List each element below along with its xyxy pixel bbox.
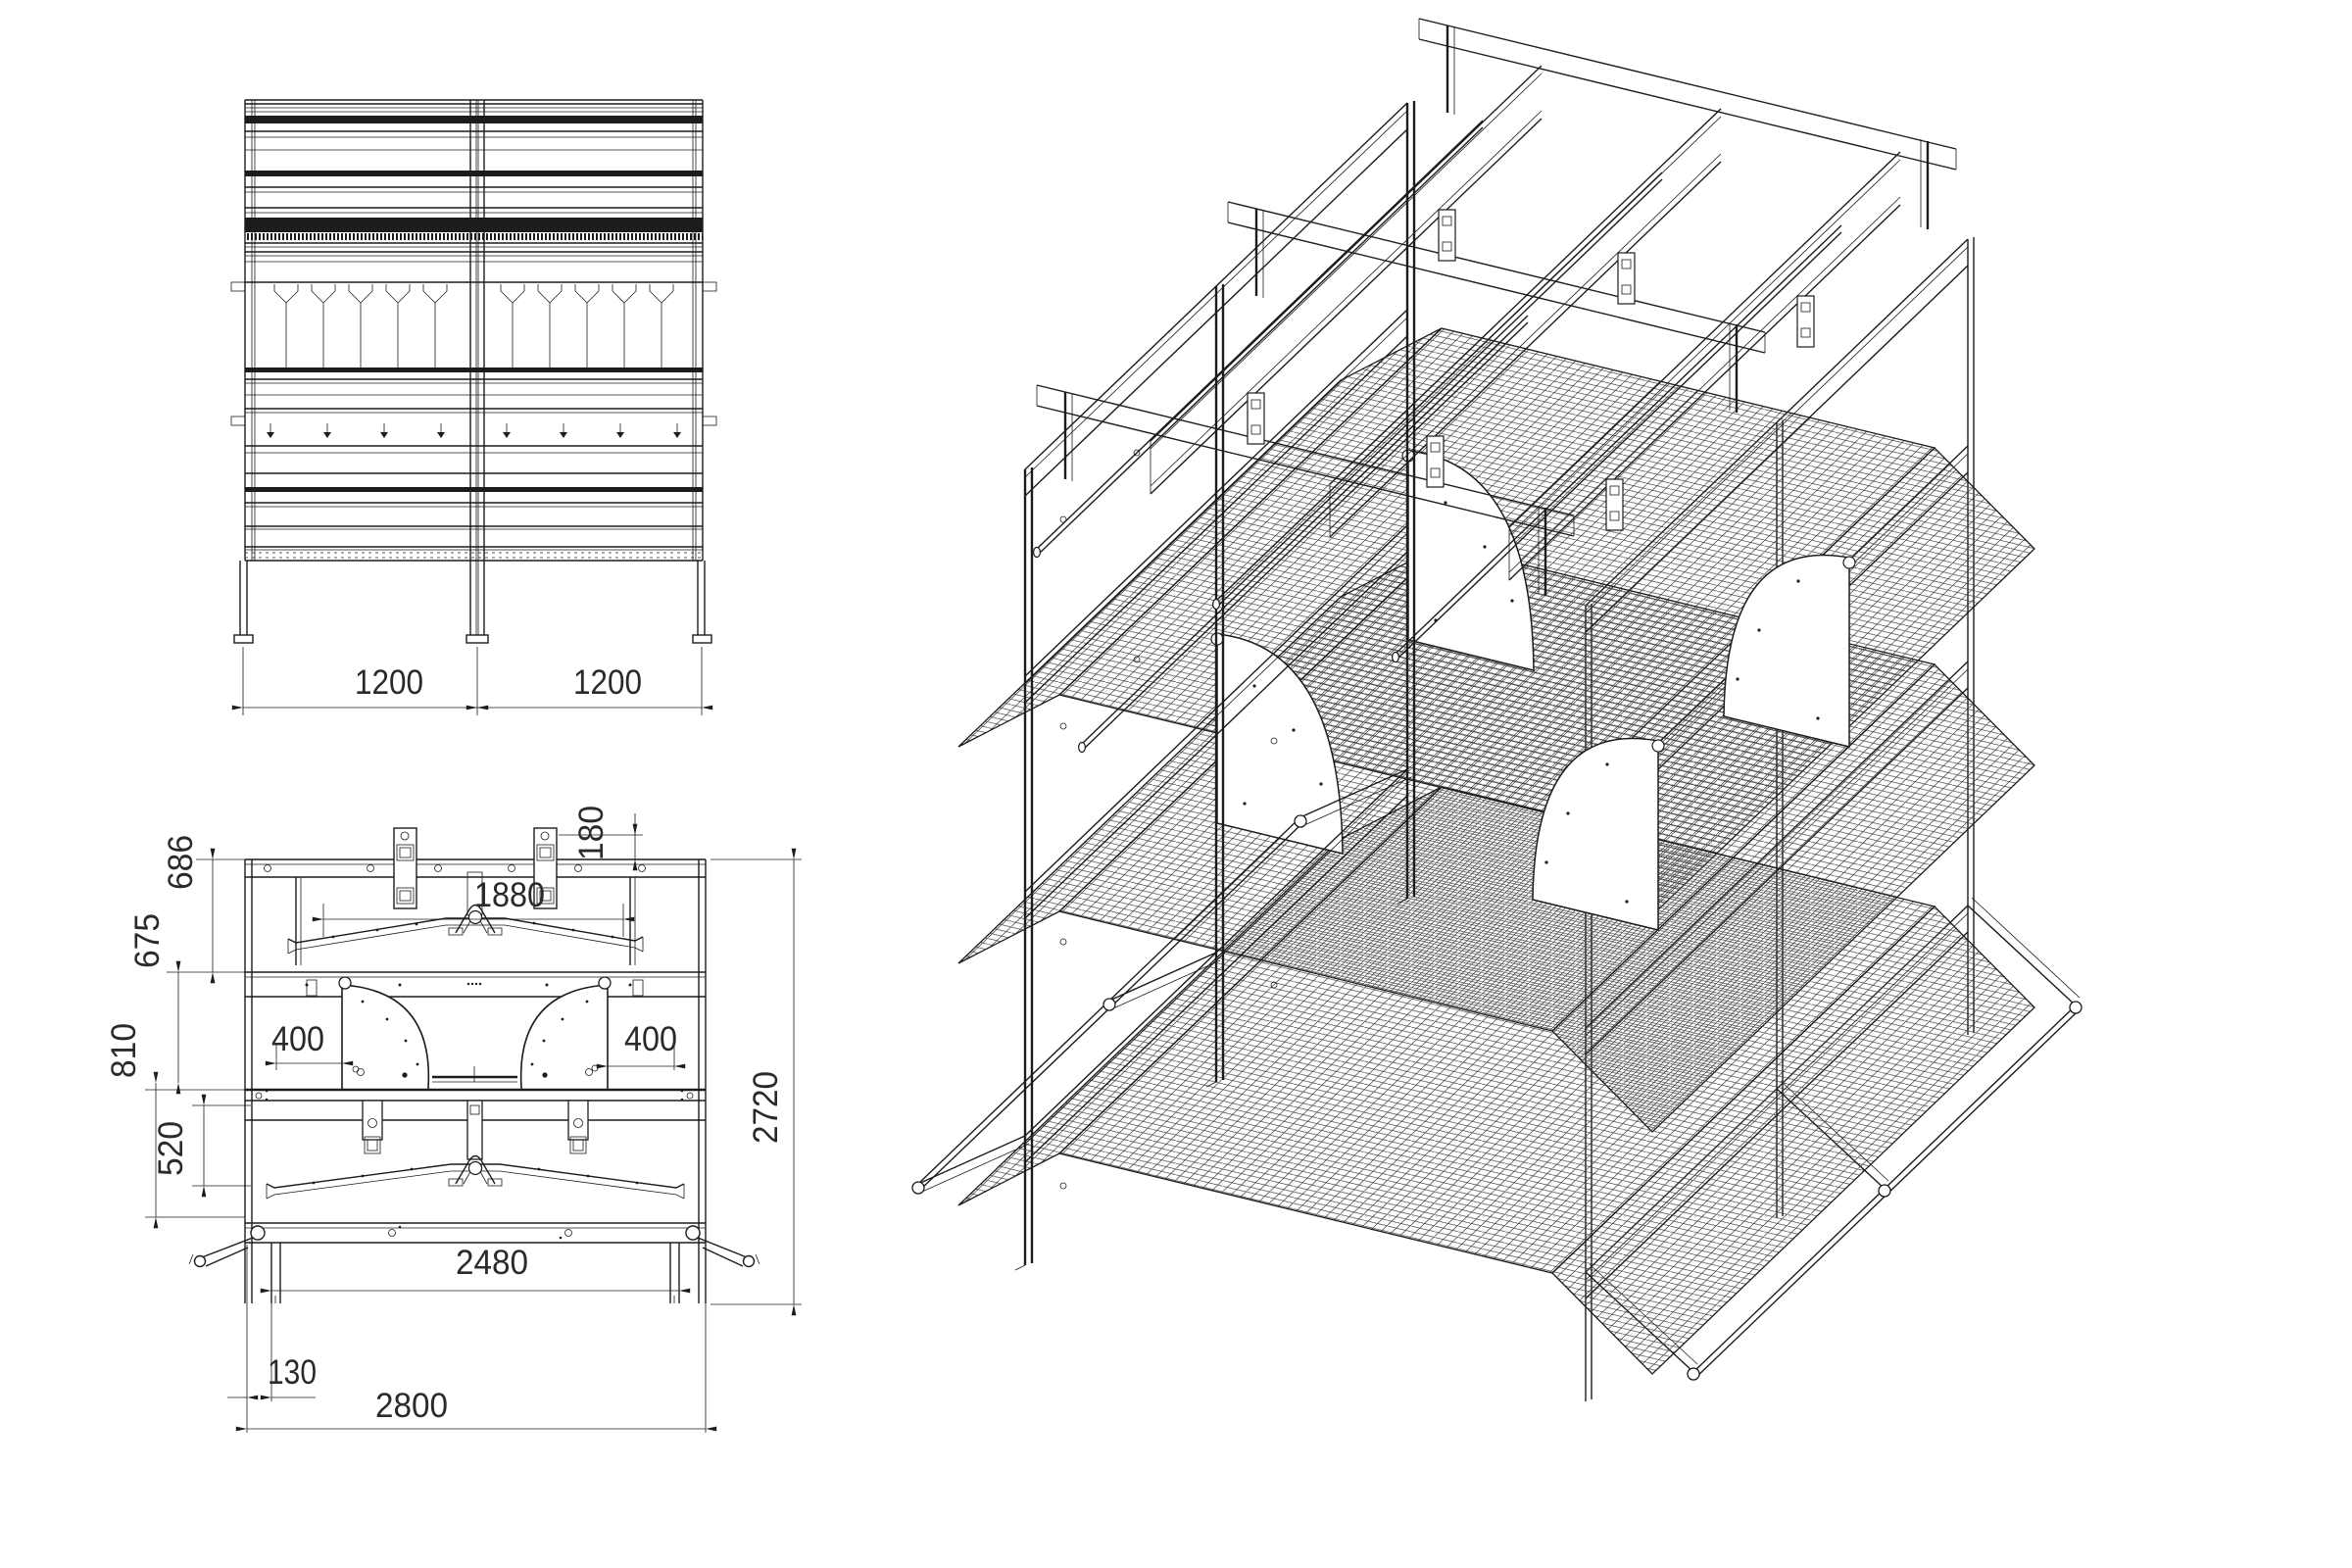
dim-tier-lower-inner-label: 520 (152, 1121, 190, 1176)
dim-2720: 2720 (710, 848, 802, 1316)
outrigger-right (685, 1225, 760, 1268)
dim-180: 180 (559, 806, 643, 871)
outrigger-left (188, 1225, 266, 1268)
dim-tier-top-label: 686 (162, 835, 200, 890)
dim-tier-upper-label: 675 (128, 913, 167, 968)
side-left-dimensions: 686 675 810 520 (105, 835, 251, 1229)
dim-panel-offset-left-label: 400 (271, 1020, 324, 1058)
side-tier2-panels: 400 400 (265, 976, 686, 1091)
dim-400-right: 400 (591, 1020, 686, 1072)
dim-tier-mid-label: 810 (105, 1023, 143, 1078)
mesh-comb-band (245, 233, 703, 240)
front-horizontal-members (245, 103, 703, 263)
dim-belt-span-label: 1880 (474, 876, 545, 914)
front-frame (244, 99, 704, 561)
side-quarter-panel-left (341, 984, 430, 1091)
drinker-nipple-row (267, 423, 681, 438)
dim-front-bay-left-label: 1200 (355, 663, 423, 702)
feed-trough-band (245, 218, 703, 232)
front-dimension-1200: 1200 1200 (231, 647, 713, 715)
dim-1880: 1880 (312, 876, 635, 937)
dim-overall-height-label: 2720 (747, 1071, 785, 1144)
dim-hanger-height-label: 180 (572, 806, 611, 860)
side-tier3 (266, 1100, 685, 1200)
side-rail2 (245, 971, 706, 998)
dim-leg-offset-label: 130 (268, 1353, 317, 1392)
iso-left-outriggers (911, 768, 1412, 1195)
side-quarter-panel-right (519, 984, 609, 1091)
side-tier1-belt: 1880 (287, 871, 644, 965)
egg-belt-bar (432, 1066, 517, 1083)
side-bottom-rail (188, 1222, 760, 1268)
front-legs (233, 561, 712, 644)
isometric-view (911, 17, 2082, 1401)
feeder-grill (245, 281, 703, 372)
front-lower-members (245, 378, 703, 562)
dim-leg-span-label: 2480 (456, 1244, 528, 1282)
dim-front-bay-right-label: 1200 (573, 663, 642, 702)
belt-tension-bracket-bottom (448, 1154, 503, 1187)
front-elevation-view: 1200 1200 (230, 99, 717, 715)
dim-400-left: 400 (265, 1020, 360, 1073)
side-top-hanger-brackets (393, 827, 558, 909)
dim-overall-depth-label: 2800 (375, 1387, 448, 1425)
dim-panel-offset-right-label: 400 (624, 1020, 677, 1058)
side-bottom-dimensions: 2480 130 2800 (227, 1243, 717, 1433)
front-side-tabs (230, 281, 717, 426)
side-section-view: 1880 (105, 806, 802, 1433)
